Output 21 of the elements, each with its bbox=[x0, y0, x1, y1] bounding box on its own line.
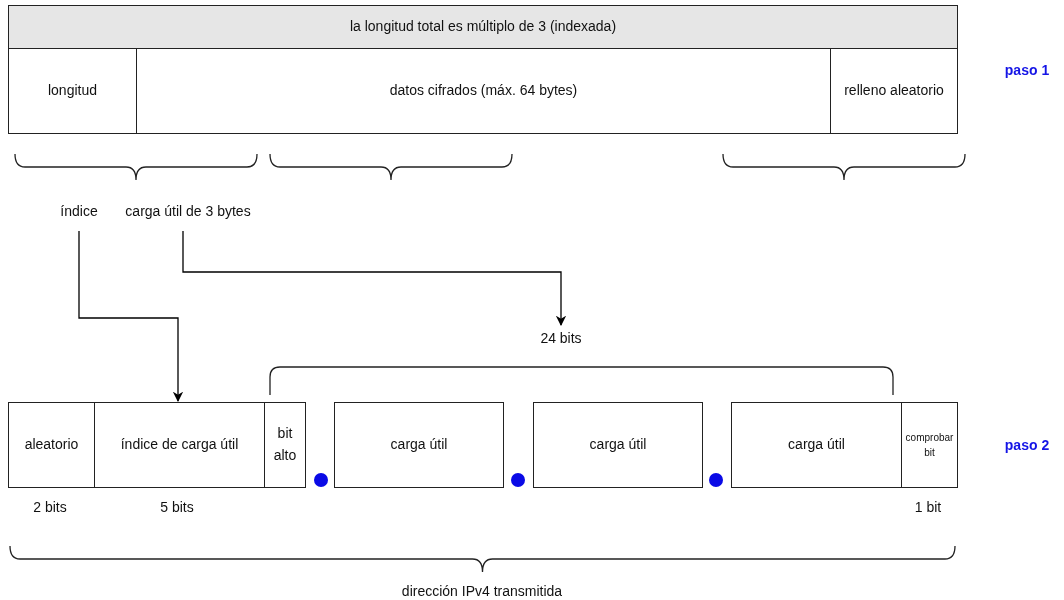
header-bar: la longitud total es múltiplo de 3 (indexada) bbox=[8, 5, 958, 49]
text-label: índice bbox=[52, 199, 106, 223]
step-label: paso 1 bbox=[1004, 62, 1050, 78]
field-box: índice de carga útil bbox=[94, 402, 265, 488]
bit-count: 5 bits bbox=[160, 499, 194, 515]
field-box: longitud bbox=[8, 48, 137, 134]
field-box: carga útil bbox=[731, 402, 902, 488]
field-box: comprobar bit bbox=[901, 402, 958, 488]
field-box: carga útil bbox=[533, 402, 703, 488]
caption-text: dirección IPv4 transmitida bbox=[401, 583, 563, 599]
arrow bbox=[78, 230, 184, 403]
field-box: bit alto bbox=[264, 402, 306, 488]
bit-count: 2 bits bbox=[33, 499, 67, 515]
text-label: 24 bits bbox=[530, 326, 592, 350]
bit-count: 1 bit bbox=[914, 499, 942, 515]
field-box: carga útil bbox=[334, 402, 504, 488]
field-box: relleno aleatorio bbox=[830, 48, 958, 134]
arrow bbox=[182, 230, 567, 327]
step-label: paso 2 bbox=[1004, 437, 1050, 453]
field-box: aleatorio bbox=[8, 402, 95, 488]
text-label: carga útil de 3 bytes bbox=[110, 199, 266, 223]
